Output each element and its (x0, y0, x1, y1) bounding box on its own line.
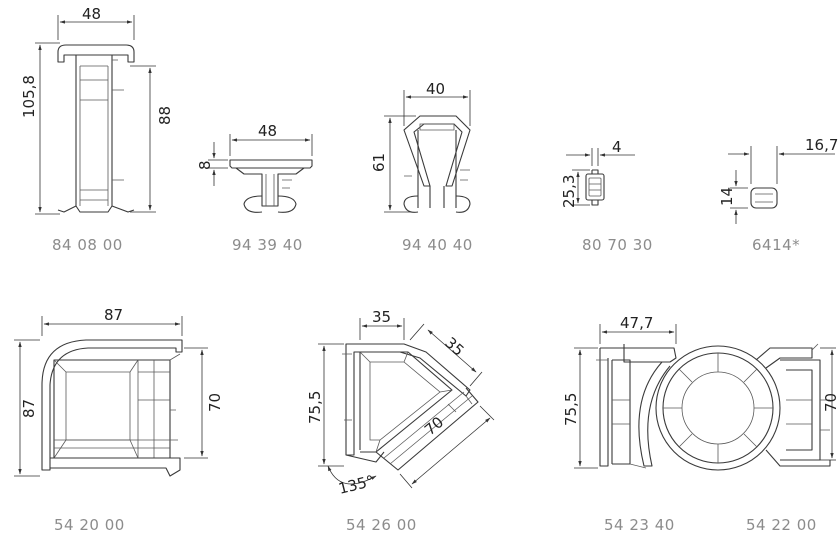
dim-label: 40 (426, 80, 445, 98)
profile-code: 54 23 40 (604, 516, 675, 534)
profile-code: 84 08 00 (52, 236, 123, 254)
dim-84-08-00: 48 105,8 88 (20, 5, 174, 215)
dim-54-20-00: 87 87 70 (14, 306, 224, 477)
dim-94-40-40: 40 61 (370, 80, 471, 213)
dim-80-70-30: 4 25,3 (560, 138, 635, 208)
profile-code: 54 26 00 (346, 516, 417, 534)
dim-54-22-00: 70 (820, 347, 839, 461)
profile-code: 94 40 40 (402, 236, 473, 254)
profile-54-23-40 (596, 344, 677, 469)
profile-80-70-30 (585, 169, 605, 206)
dim-label: 87 (20, 399, 38, 418)
dim-label: 35 (441, 334, 467, 360)
dim-label: 75,5 (306, 391, 324, 424)
dim-label: 25,3 (560, 175, 578, 208)
dim-label: 70 (206, 393, 224, 412)
profile-54-20-00 (41, 339, 183, 477)
dim-label: 105,8 (20, 75, 38, 118)
dim-label: 16,7 (805, 136, 838, 154)
dim-label: 35 (372, 308, 391, 326)
profile-6414 (750, 187, 778, 209)
profile-94-40-40 (403, 115, 471, 213)
dim-6414: 16,7 14 (718, 136, 838, 224)
dim-label: 70 (822, 393, 839, 412)
profile-code: 54 20 00 (54, 516, 125, 534)
profile-94-39-40 (229, 159, 313, 213)
profile-code: 6414* (752, 236, 800, 254)
profile-54-22-00 (655, 343, 831, 471)
dim-54-26-00: 35 35 75,5 70 135° (306, 308, 495, 498)
dim-54-23-40: 47,7 75,5 (562, 314, 677, 469)
profile-code: 94 39 40 (232, 236, 303, 254)
dim-label: 48 (82, 5, 101, 23)
profile-54-26-00 (342, 343, 479, 471)
dim-label: 48 (258, 122, 277, 140)
dim-label: 61 (370, 153, 388, 172)
profile-84-08-00 (57, 44, 135, 213)
dim-label: 4 (612, 138, 622, 156)
dim-94-39-40: 48 8 (196, 122, 313, 186)
dim-label: 14 (718, 187, 736, 206)
dim-label: 75,5 (562, 393, 580, 426)
dim-label: 47,7 (620, 314, 653, 332)
dim-label: 87 (104, 306, 123, 324)
dim-label: 8 (196, 160, 214, 170)
dim-label: 88 (156, 106, 174, 125)
profile-code: 80 70 30 (582, 236, 653, 254)
profile-code: 54 22 00 (746, 516, 817, 534)
dim-label: 135° (337, 472, 376, 498)
